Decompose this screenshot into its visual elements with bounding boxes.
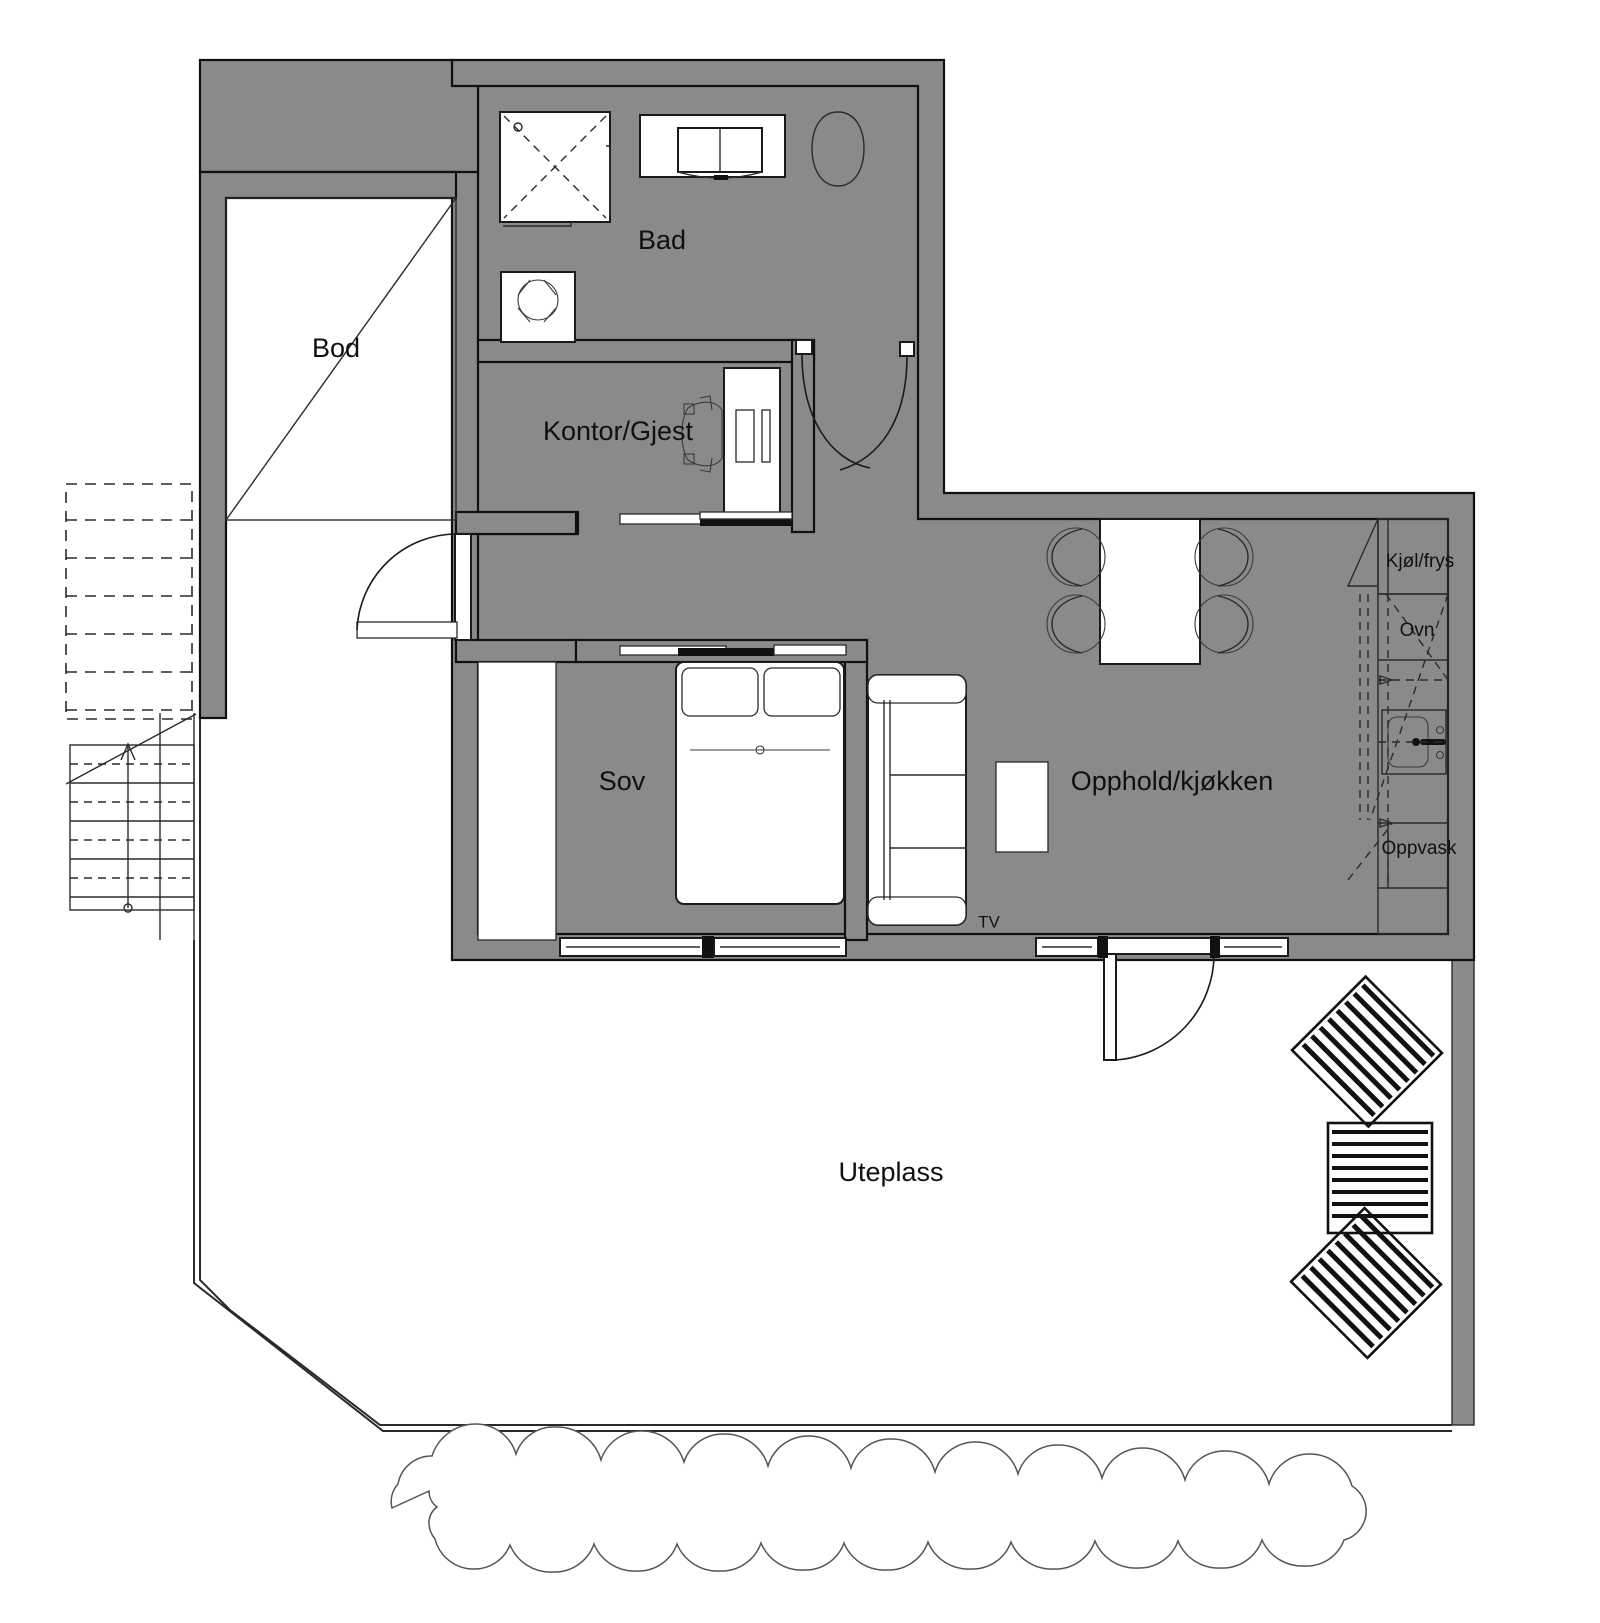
garden-chair-lower [1289, 1206, 1443, 1360]
washing-machine [500, 271, 576, 343]
window-living-left [1035, 936, 1108, 958]
appliance-label-ovn: Ovn [1400, 620, 1435, 641]
appliance-label-tv: TV [978, 912, 1000, 931]
dining-chair-tr [1194, 527, 1254, 587]
kontor-door[interactable] [795, 339, 871, 469]
garden-chair-upper [1290, 974, 1444, 1129]
hedge [390, 1423, 1367, 1573]
coffee-table [995, 761, 1049, 853]
room-label-bod: Bod [312, 333, 360, 363]
dining-set [1046, 518, 1254, 665]
double-bed [675, 661, 845, 905]
window-sov-left [559, 936, 714, 958]
kontor-sliding-door[interactable] [619, 511, 793, 526]
bod-room [225, 197, 457, 521]
window-living-right [1210, 936, 1289, 958]
sofa [867, 674, 967, 926]
terrace-outline-group [193, 713, 1452, 1432]
wall-sov-top-left [454, 638, 578, 664]
kitchen-run [1346, 518, 1449, 935]
dining-chair-bl [1046, 594, 1106, 654]
window-sov-right [713, 937, 847, 957]
sov-sliding-door[interactable] [619, 644, 847, 656]
room-label-sov: Sov [599, 766, 646, 796]
entrance-door-south[interactable] [1103, 937, 1215, 1061]
wall-hall-top [454, 510, 578, 536]
toilet [811, 111, 865, 187]
appliance-label-oppvask: Oppvask [1382, 838, 1457, 859]
staircase-up [65, 483, 197, 940]
room-label-bad: Bad [638, 225, 686, 255]
appliance-label-kjol-frys: Kjøl/frys [1386, 551, 1455, 572]
office-desk [723, 367, 781, 521]
entrance-door-west[interactable] [356, 533, 472, 641]
garden-table [1326, 1121, 1434, 1235]
room-label-kontor-gjest: Kontor/Gjest [543, 416, 694, 446]
office-chair [681, 395, 723, 473]
bathroom-door[interactable] [839, 341, 915, 471]
vanity-sink [639, 114, 786, 180]
dining-chair-br [1194, 594, 1254, 654]
terrace-fence-wall [1452, 960, 1474, 1425]
wall-bad-kontor [476, 338, 816, 364]
shower-tray [499, 111, 611, 227]
room-label-opphold-kjokken: Opphold/kjøkken [1071, 766, 1274, 796]
wardrobe [477, 661, 557, 941]
dining-chair-tl [1046, 527, 1106, 587]
wall-sov-right [843, 638, 869, 942]
room-label-uteplass: Uteplass [838, 1157, 943, 1187]
